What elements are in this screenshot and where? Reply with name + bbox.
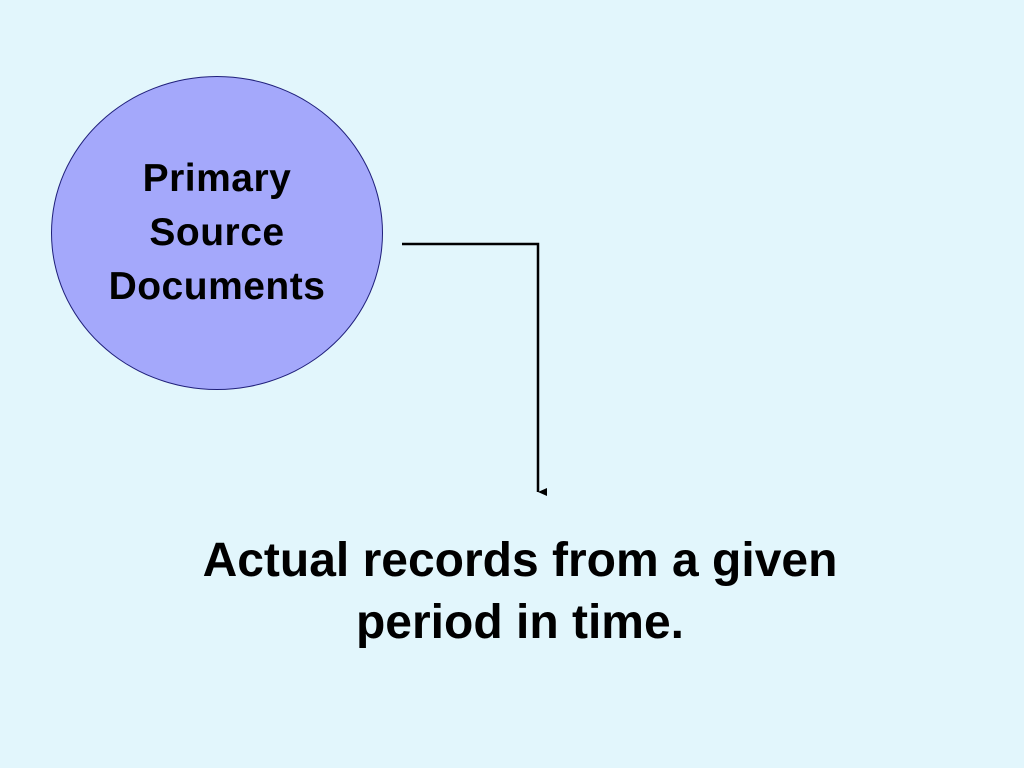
- node-label-line-2: Source: [149, 211, 285, 254]
- primary-source-node: Primary Source Documents: [51, 76, 383, 390]
- connector-line: [402, 242, 547, 496]
- caption-line-1: Actual records from a given: [202, 534, 838, 587]
- caption-line-2: period in time.: [355, 596, 685, 649]
- definition-caption: Actual records from a given period in ti…: [100, 530, 940, 654]
- node-label-line-1: Primary: [142, 157, 292, 200]
- node-label-line-3: Documents: [108, 265, 326, 308]
